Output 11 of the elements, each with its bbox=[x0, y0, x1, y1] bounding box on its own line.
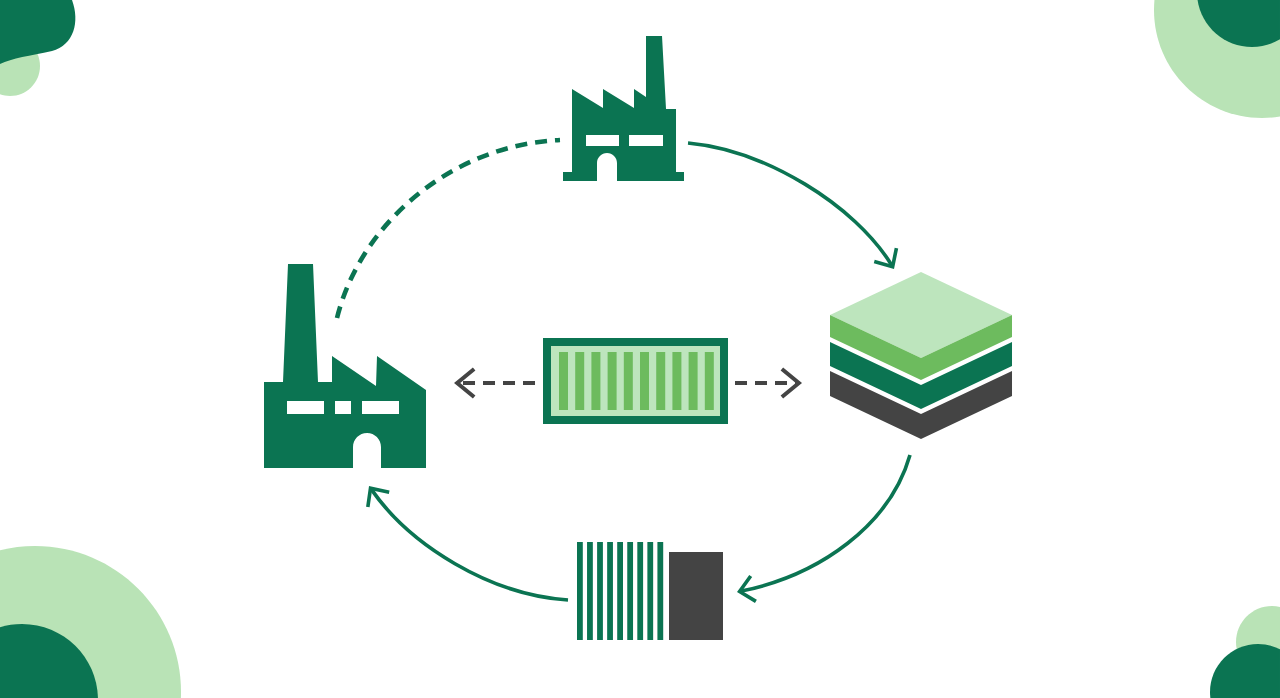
curved-arrow bbox=[687, 141, 899, 269]
dashed-arrow bbox=[735, 367, 802, 399]
dashed-arrow bbox=[454, 367, 535, 399]
factory-icon bbox=[264, 264, 426, 468]
curved-arrow bbox=[737, 454, 912, 603]
curved-arrow bbox=[366, 486, 569, 602]
shipping-container-icon bbox=[543, 338, 728, 424]
dashed-curve bbox=[334, 137, 561, 319]
striped-block-icon bbox=[577, 542, 723, 640]
layer-stack-icon bbox=[830, 272, 1012, 439]
factory-icon bbox=[563, 36, 684, 181]
